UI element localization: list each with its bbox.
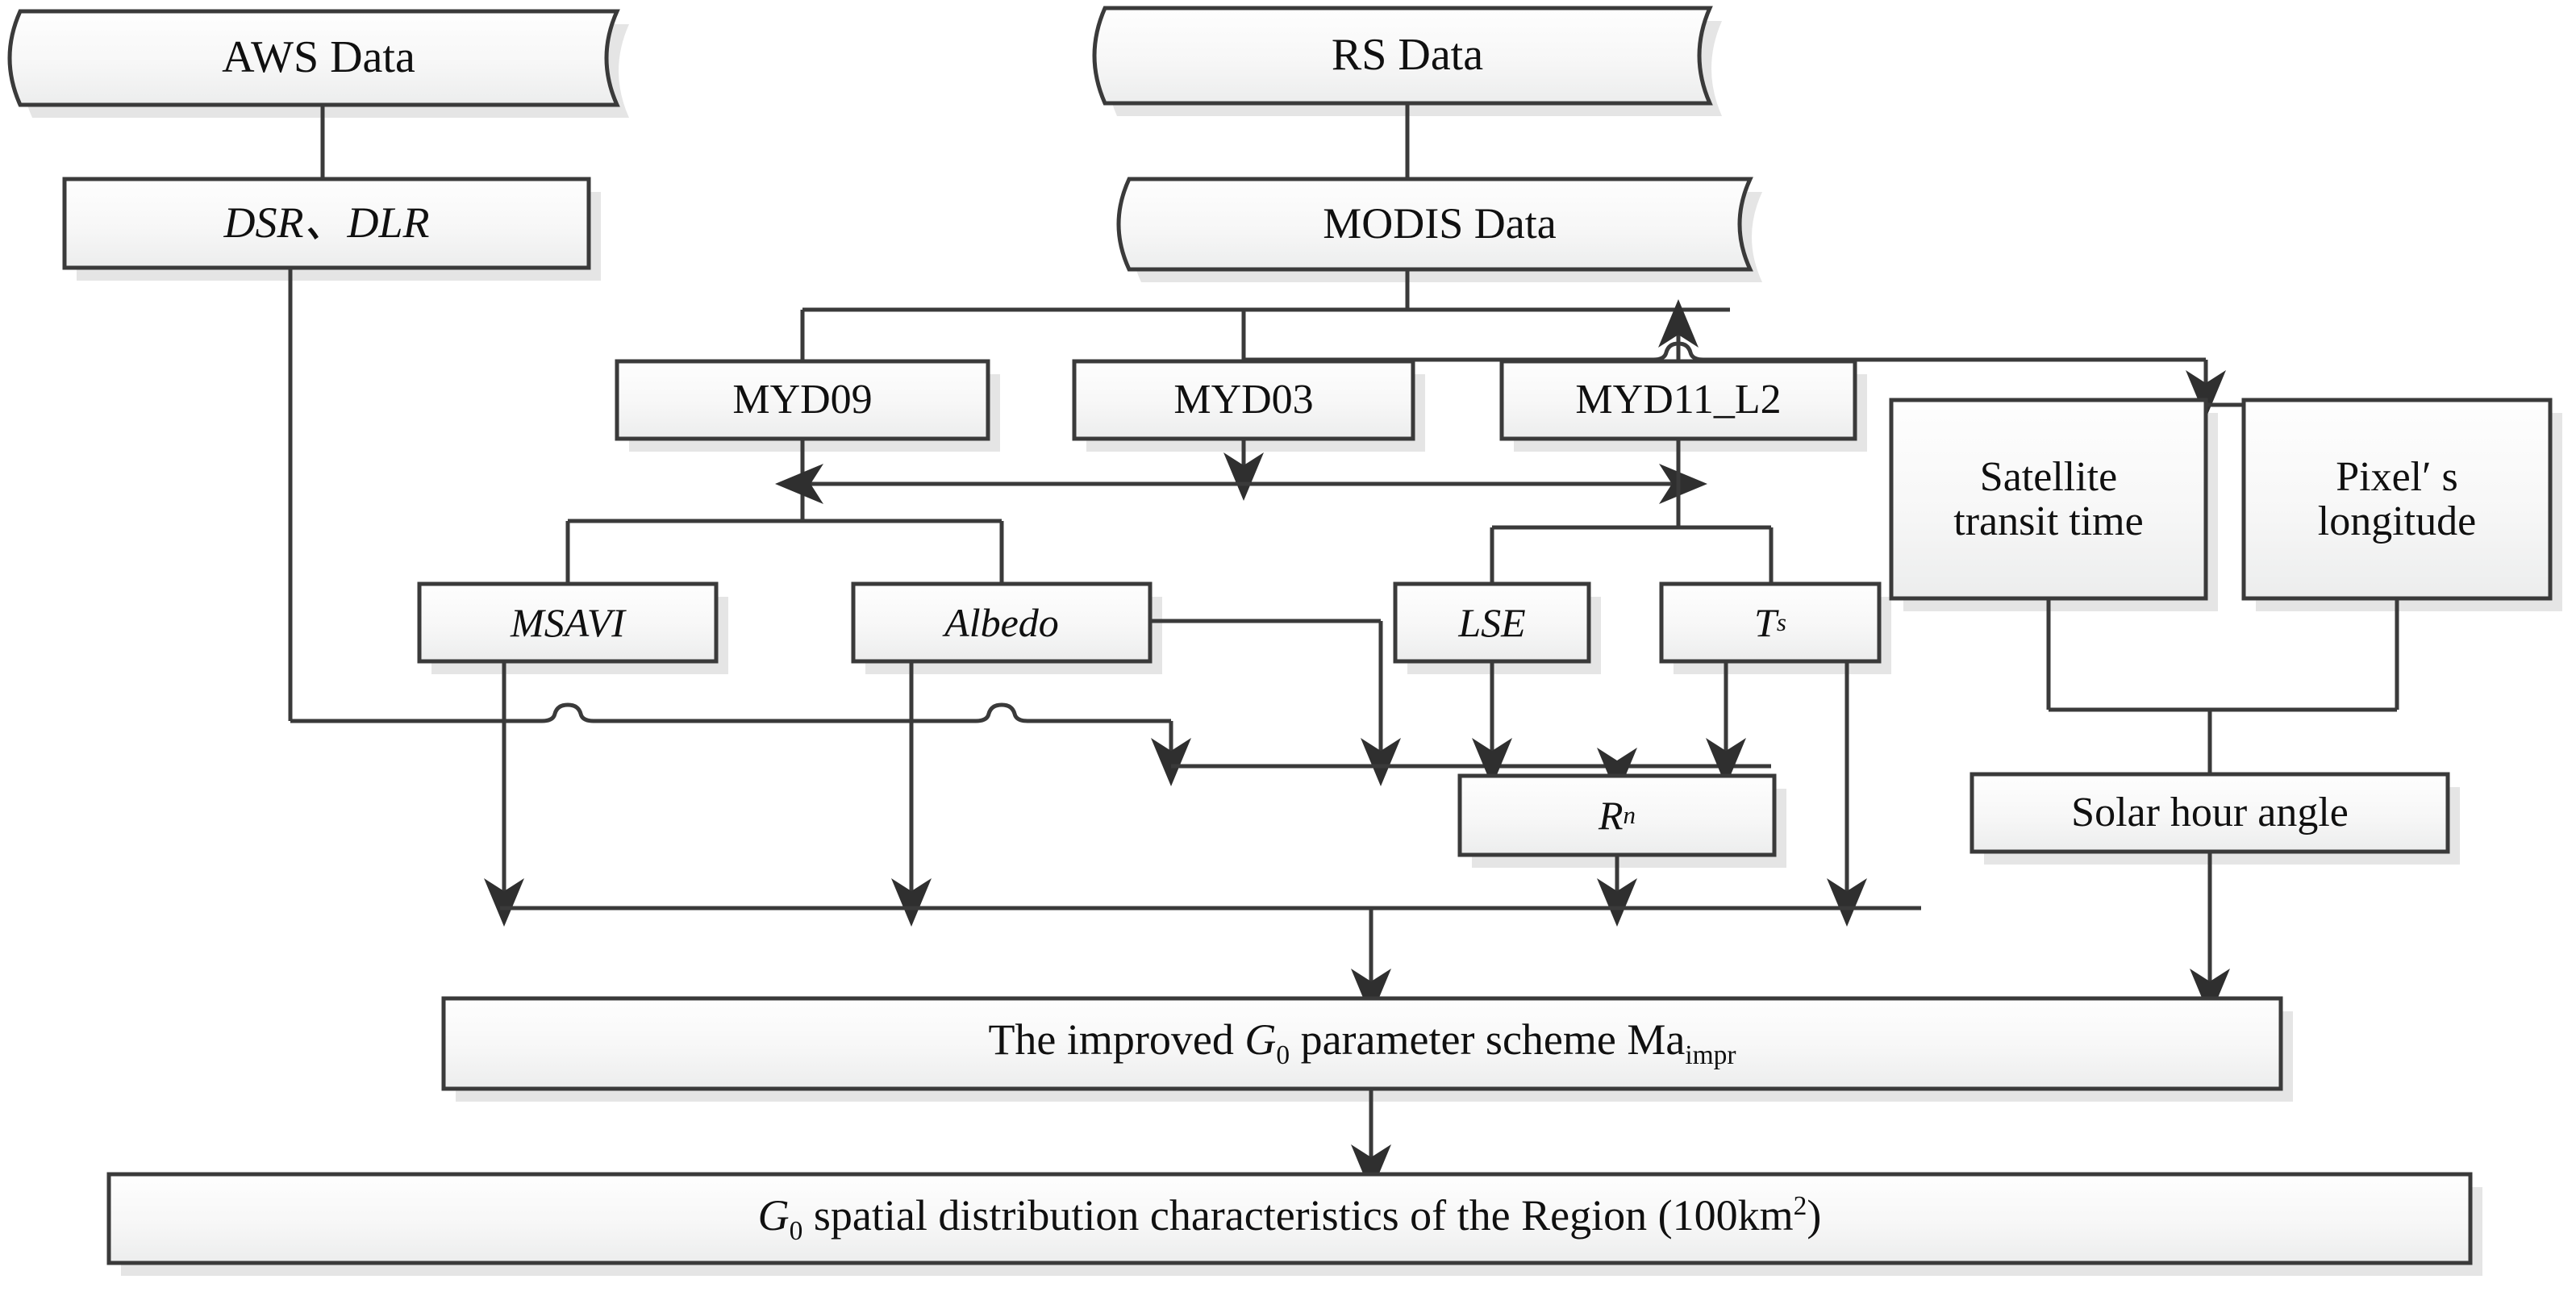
edge-dsr-jump-albedo <box>975 702 1028 723</box>
node-shape-rn <box>1457 773 1777 857</box>
node-shape-msavi <box>417 581 719 664</box>
node-shape-improved-scheme <box>441 996 2283 1091</box>
node-shape-aws-data <box>7 9 620 107</box>
node-shape-rs-data <box>1092 6 1713 106</box>
edge-dsr-jump-msavi <box>541 702 594 723</box>
node-shape-modis-data <box>1116 177 1753 272</box>
node-shape-albedo <box>851 581 1153 664</box>
node-shape-lse <box>1393 581 1591 664</box>
node-shape-g0-output <box>106 1172 2473 1265</box>
node-shape-myd11-l2 <box>1499 359 1857 441</box>
node-shape-satellite-time <box>1889 398 2208 601</box>
node-shape-dsr-dlr <box>62 177 591 270</box>
node-shape-myd03 <box>1072 359 1415 441</box>
node-shape-solar-hour <box>1970 772 2450 854</box>
node-shapes <box>7 6 2553 1265</box>
connector-lines <box>288 103 2399 1194</box>
node-shape-myd09 <box>615 359 990 441</box>
node-shape-pixel-longitude <box>2241 398 2553 601</box>
node-shape-ts <box>1659 581 1882 664</box>
